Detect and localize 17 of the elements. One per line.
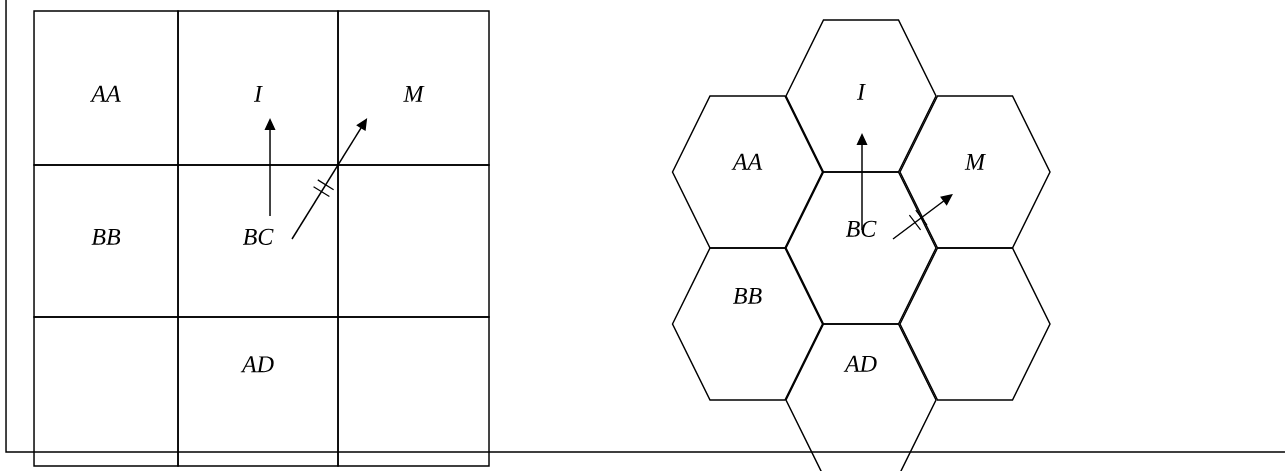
grid-cell: M (337, 10, 490, 166)
arrow (892, 194, 953, 240)
hexagon-cell: BC (785, 171, 937, 325)
grid-cell: AA (33, 10, 179, 166)
hexagon-cell: AD (785, 323, 937, 471)
grid-cell (337, 164, 490, 318)
grid-cell (33, 316, 179, 467)
grid-cell: I (177, 10, 339, 166)
hexagon-cell: AA (671, 95, 824, 249)
hexagon-cell: I (785, 19, 937, 173)
hexagon-cell (899, 247, 1051, 401)
grid-cell: BB (33, 164, 179, 318)
hexagon-cell: M (899, 95, 1051, 249)
grid-cell: BC (177, 164, 339, 318)
grid-cell (337, 316, 490, 467)
hexagon-cell: BB (671, 247, 824, 401)
grid-cell: AD (177, 316, 339, 467)
